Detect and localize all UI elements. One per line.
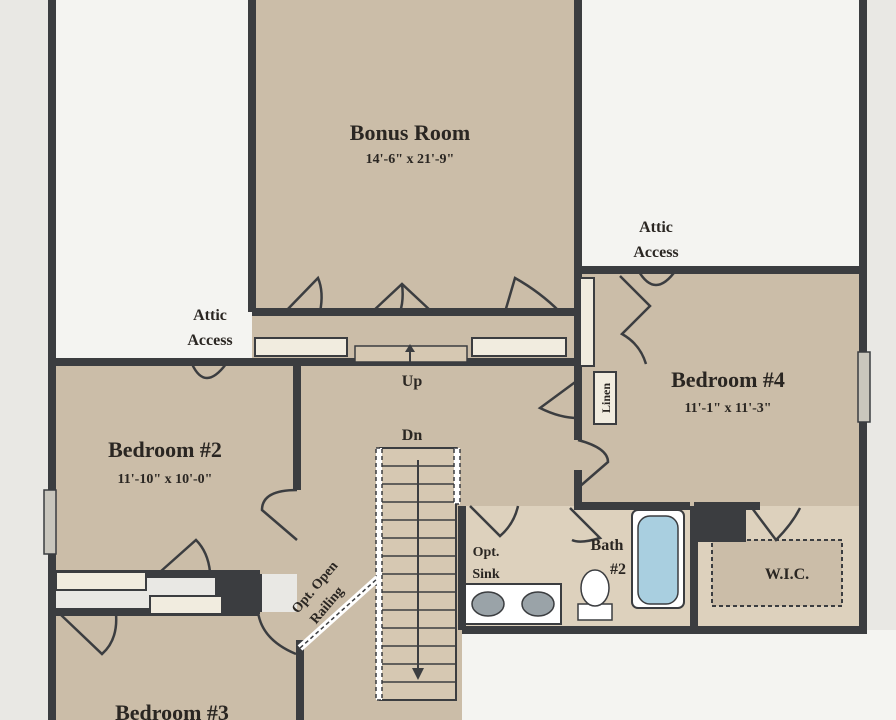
bedroom-3-label: Bedroom #3 bbox=[115, 700, 229, 720]
linen-closet bbox=[593, 371, 617, 425]
bath-2-line1: Bath bbox=[591, 537, 624, 554]
door-closet-b4 bbox=[619, 275, 652, 365]
attic-access-left-line2: Access bbox=[187, 332, 232, 349]
attic-access-left-line1: Attic bbox=[193, 307, 227, 324]
attic-area-right bbox=[578, 0, 863, 270]
door-railing bbox=[256, 611, 297, 656]
bedroom-4-dims: 11'-1" x 11'-3" bbox=[684, 401, 771, 416]
closet-shelf-1 bbox=[254, 337, 348, 357]
attic-access-right-line1: Attic bbox=[639, 219, 673, 236]
closet-shelf-2 bbox=[471, 337, 567, 357]
opt-sink-line2: Sink bbox=[472, 567, 499, 582]
bonus-room-floor bbox=[252, 0, 578, 312]
door-bedroom-3 bbox=[59, 613, 118, 656]
toilet-bowl bbox=[580, 569, 610, 607]
closet-shelf-5 bbox=[579, 277, 595, 367]
bedroom-2-floor bbox=[52, 362, 297, 574]
bedroom-4-label: Bedroom #4 bbox=[671, 367, 785, 392]
bedroom-4-floor bbox=[578, 270, 863, 506]
bedroom-2-dims: 11'-10" x 10'-0" bbox=[118, 472, 213, 487]
bedroom-3-floor bbox=[52, 612, 300, 720]
wic-label: W.I.C. bbox=[765, 566, 809, 583]
wall-block-right bbox=[694, 504, 746, 542]
bath-2-line2: #2 bbox=[610, 561, 626, 578]
window-right bbox=[857, 351, 871, 423]
attic-hatch-right bbox=[636, 269, 678, 287]
attic-access-right-line2: Access bbox=[633, 244, 678, 261]
staircase bbox=[375, 447, 461, 701]
door-wic bbox=[751, 507, 802, 542]
attic-area-left bbox=[52, 0, 252, 360]
attic-hatch-left bbox=[190, 363, 227, 380]
wic-inner bbox=[711, 539, 843, 607]
linen-label: Linen bbox=[599, 383, 613, 413]
bonus-room-label: Bonus Room bbox=[350, 120, 470, 145]
door-linen bbox=[537, 378, 579, 420]
opt-sink-line1: Opt. bbox=[473, 545, 500, 560]
door-bonus-3 bbox=[503, 276, 561, 313]
bonus-room-dims: 14'-6" x 21'-9" bbox=[366, 152, 455, 167]
door-bedroom-4 bbox=[577, 438, 610, 489]
door-bonus-1 bbox=[284, 275, 323, 313]
window-left bbox=[43, 489, 57, 555]
door-bath-2 bbox=[569, 507, 603, 543]
door-closet-b2 bbox=[159, 538, 212, 573]
stair-up bbox=[354, 344, 468, 364]
dn-label: Dn bbox=[402, 427, 423, 444]
door-bonus-2 bbox=[371, 282, 433, 313]
closet-shelf-3 bbox=[55, 571, 147, 591]
bedroom-2-label: Bedroom #2 bbox=[108, 437, 222, 462]
sink-right bbox=[521, 591, 555, 617]
sink-left bbox=[471, 591, 505, 617]
door-bath bbox=[469, 505, 520, 538]
exterior-lower-right bbox=[462, 630, 896, 720]
bathtub-basin bbox=[637, 515, 679, 605]
up-label: Up bbox=[402, 373, 423, 390]
door-bedroom-2 bbox=[260, 488, 298, 541]
closet-shelf-4 bbox=[149, 595, 223, 615]
